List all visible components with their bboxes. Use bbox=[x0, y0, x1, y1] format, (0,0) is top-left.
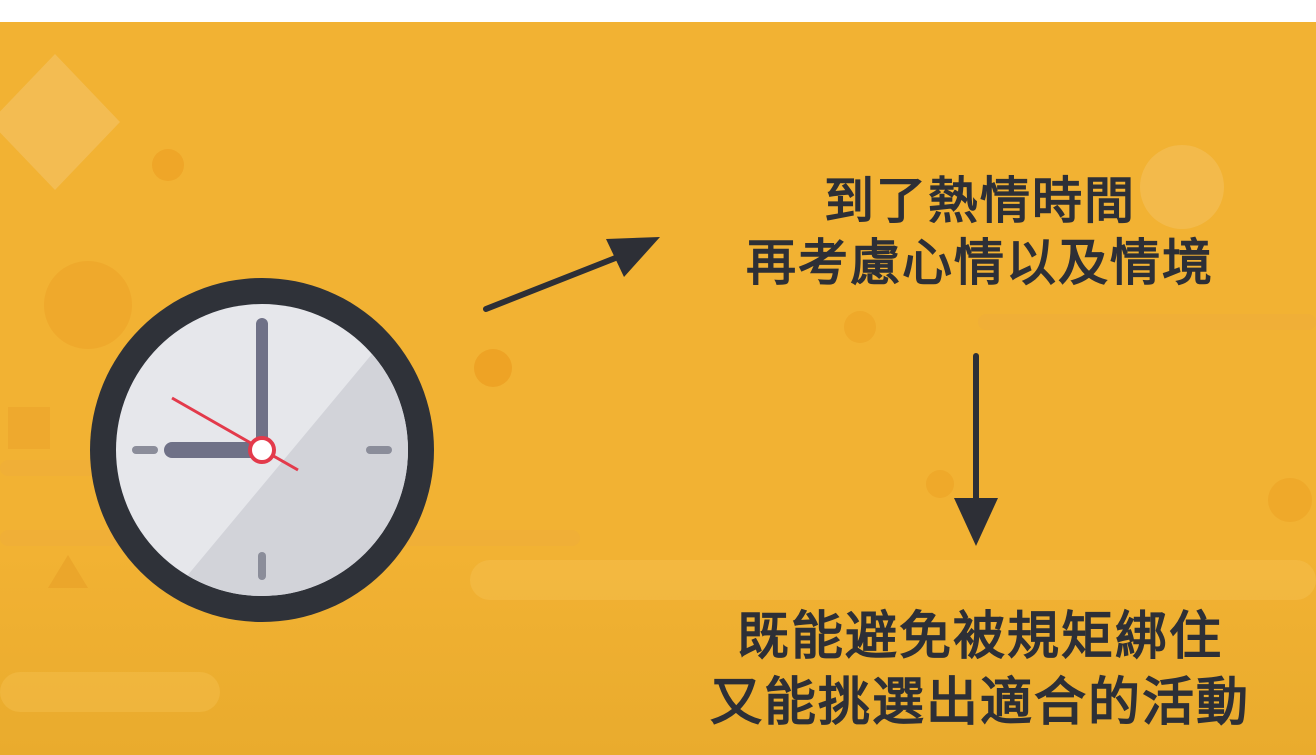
caption-bottom: 既能避免被規矩綁住 又能挑選出適合的活動 bbox=[680, 604, 1280, 736]
top-white-strip bbox=[0, 0, 1316, 22]
caption-top-line2: 再考慮心情以及情境 bbox=[746, 234, 1214, 292]
clock-icon bbox=[90, 278, 434, 622]
arrow-down-icon bbox=[954, 353, 998, 546]
caption-top: 到了熱情時間 再考慮心情以及情境 bbox=[700, 170, 1260, 294]
caption-bottom-line2: 又能挑選出適合的活動 bbox=[709, 673, 1250, 733]
background-decoration bbox=[0, 54, 1316, 712]
caption-bottom-line1: 既能避免被規矩綁住 bbox=[736, 607, 1223, 667]
caption-top-line1: 到了熱情時間 bbox=[824, 172, 1136, 230]
arrow-diagonal-icon bbox=[483, 237, 660, 312]
slide-scene: 到了熱情時間 再考慮心情以及情境 既能避免被規矩綁住 又能挑選出適合的活動 bbox=[0, 22, 1316, 755]
